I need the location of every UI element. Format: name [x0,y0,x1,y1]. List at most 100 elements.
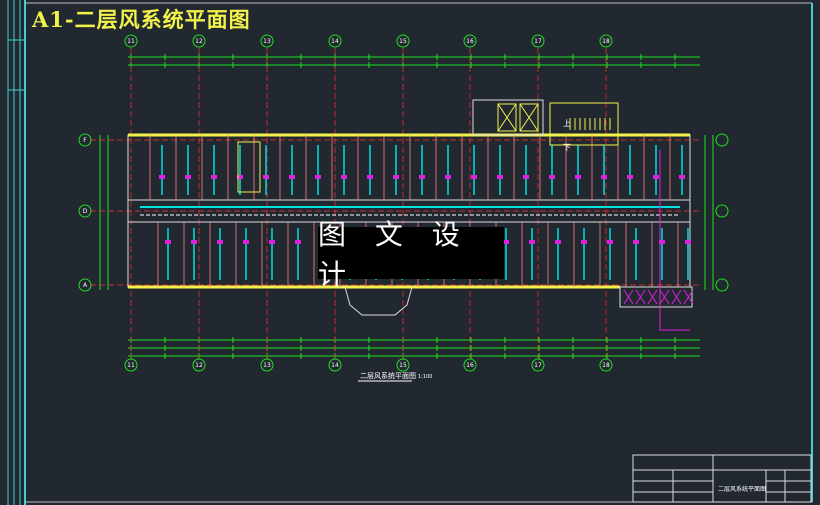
drawing-title: A1-二层风系统平面图 [32,7,251,32]
fan-coil-unit [607,240,613,244]
axis-bubble [78,278,92,292]
axis-bubble [599,358,613,372]
axis-label: 12 [195,38,203,45]
title-block-drawing-name: 二层风系统平面图 [718,485,766,493]
fan-coil-unit [367,175,373,179]
floor-plan [127,99,694,331]
leader-line [659,150,690,331]
axis-bubble [599,34,613,48]
fan-coil-unit [295,240,301,244]
axis-bubble [192,358,206,372]
axis-label: F [83,137,87,144]
drawing-scale: 1:100 [418,374,432,380]
axis-bubble [328,358,342,372]
exhaust-grille [671,289,682,305]
entrance-canopy [344,286,413,316]
fan-coil-unit [159,175,165,179]
fan-coil-unit [165,240,171,244]
axis-bubble [124,358,138,372]
fan-coil-unit [289,175,295,179]
fan-coil-unit [191,240,197,244]
title-block [632,454,812,503]
elevator-car [497,103,517,132]
axis-label: 17 [534,38,542,45]
drawing-caption: 二层风系统平面图 [360,371,416,380]
fan-coil-unit [341,175,347,179]
fan-coil-unit [471,175,477,179]
axis-label: 13 [263,362,271,369]
fan-coil-unit [653,175,659,179]
exhaust-grille [635,289,646,305]
fan-coil-unit [523,175,529,179]
axis-bubble [192,34,206,48]
exhaust-grille [683,289,694,305]
axis-label: A [83,282,88,289]
axis-bubble [715,278,729,292]
east-bay [619,286,693,308]
exhaust-grille [647,289,658,305]
axis-label: D [83,208,88,215]
axis-bubble [396,358,410,372]
axis-bubble [78,204,92,218]
fan-coil-unit [497,175,503,179]
fan-coil-unit [445,175,451,179]
axis-label: 18 [602,38,610,45]
elevator-car [519,103,539,132]
fan-coil-unit [211,175,217,179]
fan-coil-unit [503,240,509,244]
axis-label: 15 [399,362,407,369]
fan-coil-unit [555,240,561,244]
axis-label: 12 [195,362,203,369]
axis-label: 11 [127,362,135,369]
stair-up-label: 上 [563,119,571,128]
fan-coil-unit [243,240,249,244]
axis-bubble [531,34,545,48]
axis-label: 14 [331,38,339,45]
elevator-shaft [472,99,544,136]
axis-label: 18 [602,362,610,369]
fan-coil-unit [575,175,581,179]
fan-coil-unit [263,175,269,179]
fan-coil-unit [627,175,633,179]
axis-label: 16 [466,362,474,369]
fan-coil-unit [217,240,223,244]
fan-coil-unit [419,175,425,179]
fan-coil-unit [659,240,665,244]
axis-bubble [124,34,138,48]
axis-label: 13 [263,38,271,45]
axis-bubble [715,204,729,218]
stair-west [237,141,261,193]
axis-label: 11 [127,38,135,45]
fan-coil-unit [315,175,321,179]
axis-bubble [531,358,545,372]
fan-coil-unit [269,240,275,244]
fan-coil-unit [393,175,399,179]
stair-down-label: 下 [563,143,571,152]
exhaust-grille [659,289,670,305]
fan-coil-unit [679,175,685,179]
axis-bubble [715,133,729,147]
axis-label: 16 [466,38,474,45]
axis-bubble [328,34,342,48]
fan-coil-unit [529,240,535,244]
exhaust-grille [623,289,634,305]
elevator-cross [519,103,539,132]
axis-label: 15 [399,38,407,45]
axis-label: 17 [534,362,542,369]
fan-coil-unit [549,175,555,179]
fan-coil-unit [685,240,691,244]
dimension-lines [99,54,714,359]
axis-bubble [260,358,274,372]
watermark: 图 文 设 计 [318,218,504,291]
axis-bubble [463,358,477,372]
axis-label: 14 [331,362,339,369]
axis-bubble [396,34,410,48]
axis-bubble [463,34,477,48]
fan-coil-unit [601,175,607,179]
axis-bubble [260,34,274,48]
elevator-cross [497,103,517,132]
fan-coil-unit [237,175,243,179]
stair [549,102,619,146]
